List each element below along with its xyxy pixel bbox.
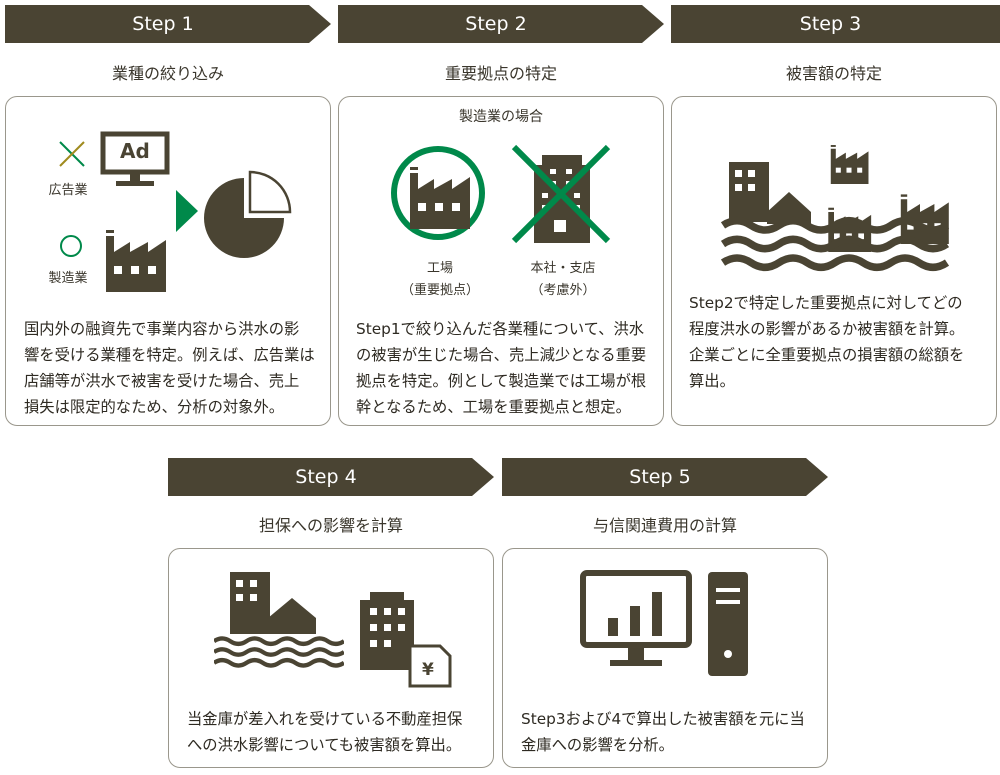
step-4-title: 担保への影響を計算	[258, 516, 403, 535]
manufacturing-case-label: 製造業の場合	[459, 109, 543, 125]
step-label: Step 3	[799, 13, 862, 35]
cross-mark-icon	[59, 141, 85, 167]
step-label: Step 5	[629, 466, 691, 488]
factory-icon	[100, 222, 170, 292]
step-2-card	[338, 96, 664, 426]
flood-damage-icon	[715, 140, 955, 272]
factory-note: （重要拠点）	[400, 283, 479, 298]
step-label: Step 1	[132, 13, 194, 35]
desc-line: 国内外の融資先で事業内容から洪水の影	[24, 320, 300, 338]
circle-mark-icon	[60, 235, 82, 257]
arrow-right-icon	[176, 190, 198, 232]
step-label: Step 4	[295, 466, 357, 488]
ad-text: Ad	[120, 139, 150, 163]
factory-label: 工場 （重要拠点）	[395, 258, 485, 302]
desc-line: の被害が生じた場合、売上減少となる重要	[356, 346, 647, 364]
step-5-title: 与信関連費用の計算	[592, 516, 737, 535]
step-2-banner: Step 2	[338, 5, 664, 43]
manufacturing-label: 製造業	[48, 271, 88, 286]
factory-name: 工場	[426, 261, 453, 276]
computer-analysis-icon	[580, 570, 748, 676]
desc-line: 金庫への影響を分析。	[521, 736, 674, 754]
desc-line: への洪水影響についても被害額を算出。	[187, 736, 462, 754]
step-label: Step 2	[465, 13, 527, 35]
desc-line: 店舗等が洪水で被害を受けた場合、売上	[24, 372, 300, 390]
monitor-ad-icon	[100, 131, 170, 186]
step-4-banner: Step 4	[168, 458, 494, 496]
step-5-description: Step3および4で算出した被害額を元に当金庫への影響を分析。	[521, 706, 805, 758]
step-3-banner: Step 3	[671, 5, 1000, 43]
step-1-banner: Step 1	[5, 5, 331, 43]
desc-line: 幹となるため、工場を重要拠点と想定。	[356, 398, 631, 416]
yen-document-text: ¥	[422, 660, 434, 680]
step-2-title: 重要拠点の特定	[444, 64, 557, 83]
hq-label: 本社・支店 （考慮外）	[515, 258, 611, 302]
step-3-description: Step2で特定した重要拠点に対してどの程度洪水の影響があるか被害額を計算。企業…	[689, 290, 964, 394]
office-building-excluded-icon	[511, 144, 611, 244]
pie-chart-icon	[204, 170, 292, 258]
desc-line: 算出。	[689, 372, 735, 390]
desc-line: Step1で絞り込んだ各業種について、洪水	[356, 320, 645, 338]
collateral-property-icon	[360, 592, 452, 688]
step-4-description: 当金庫が差入れを受けている不動産担保への洪水影響についても被害額を算出。	[187, 706, 462, 758]
desc-line: 程度洪水の影響があるか被害額を計算。	[689, 320, 965, 338]
desc-line: 損失は限定的なため、分析の対象外。	[24, 398, 285, 416]
desc-line: 響を受ける業種を特定。例えば、広告業は	[24, 346, 315, 364]
step-1-title: 業種の絞り込み	[111, 64, 224, 83]
step-1-description: 国内外の融資先で事業内容から洪水の影響を受ける業種を特定。例えば、広告業は店舗等…	[24, 316, 315, 420]
hq-note: （考慮外）	[530, 283, 596, 298]
factory-approved-icon	[391, 146, 485, 240]
step-2-description: Step1で絞り込んだ各業種について、洪水の被害が生じた場合、売上減少となる重要…	[356, 316, 646, 420]
ad-industry-label: 広告業	[48, 183, 88, 198]
desc-line: 企業ごとに全重要拠点の損害額の総額を	[689, 346, 965, 364]
flooded-building-icon	[214, 572, 344, 680]
desc-line: 当金庫が差入れを受けている不動産担保	[187, 710, 463, 728]
hq-name: 本社・支店	[530, 261, 596, 276]
desc-line: Step2で特定した重要拠点に対してどの	[689, 294, 963, 312]
desc-line: Step3および4で算出した被害額を元に当	[521, 710, 805, 728]
step-3-title: 被害額の特定	[785, 64, 882, 83]
desc-line: 拠点を特定。例として製造業では工場が根	[356, 372, 647, 390]
step-5-banner: Step 5	[502, 458, 828, 496]
